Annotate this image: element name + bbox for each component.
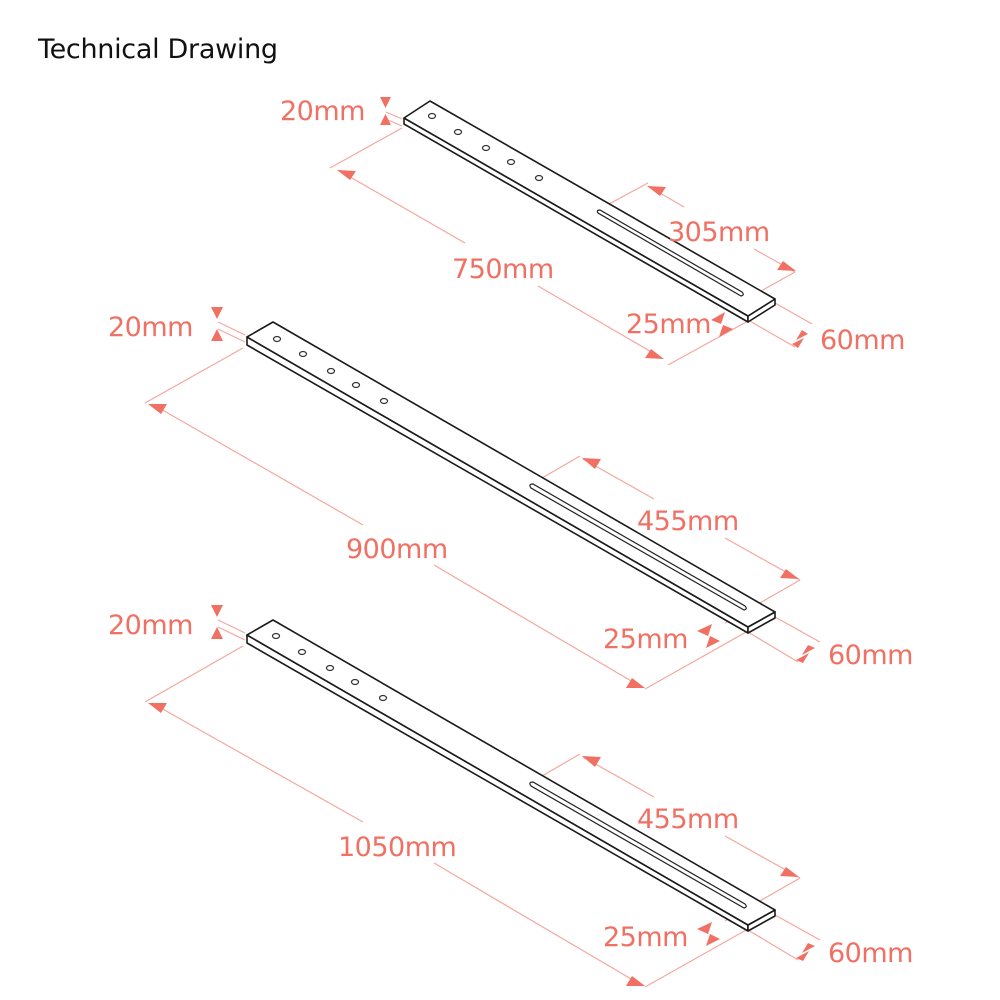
arrow-icon (697, 922, 712, 934)
bar-body (403, 100, 776, 323)
arrow-icon (148, 404, 167, 414)
hole (453, 128, 463, 136)
drawing-bar-1050: 20mm 1050mm 455mm 25mm 60mm (108, 605, 913, 988)
width-label: 60mm (820, 325, 905, 356)
hole (506, 158, 516, 166)
width-label: 60mm (828, 938, 913, 969)
hole (298, 350, 308, 358)
arrow-icon (792, 338, 804, 348)
arrow-icon (796, 330, 808, 340)
thickness-label: 20mm (108, 312, 193, 343)
slot-length-label: 455mm (637, 804, 739, 835)
arrow-icon (647, 186, 666, 196)
arrow-icon (802, 943, 815, 953)
hole (378, 694, 388, 702)
hole (534, 174, 544, 182)
slot (529, 483, 747, 611)
dimension-lines (144, 619, 821, 988)
thickness-label: 20mm (108, 610, 193, 641)
arrow-icon (706, 636, 720, 648)
hole (351, 381, 361, 389)
drawing-bar-750: 20mm 750mm 305mm 25mm 60mm (280, 96, 905, 366)
arrow-icon (380, 114, 391, 125)
arrow-icon (777, 261, 796, 271)
arrow-icon (582, 458, 601, 469)
arrow-icon (380, 97, 391, 108)
drawing-bar-900: 20mm 900mm 455mm 25mm 60mm (108, 307, 913, 690)
arrow-icon (582, 756, 601, 767)
length-label: 900mm (346, 534, 448, 565)
length-label: 1050mm (338, 832, 456, 863)
arrow-icon (796, 653, 809, 663)
arrow-icon (626, 678, 645, 688)
arrow-icon (802, 645, 815, 655)
page-title: Technical Drawing (38, 34, 278, 65)
length-label: 750mm (452, 254, 554, 285)
arrow-icon (719, 325, 733, 337)
slot (529, 781, 747, 909)
arrow-icon (626, 976, 645, 986)
arrow-icon (780, 569, 799, 579)
arrow-icon (706, 934, 720, 946)
hole (481, 144, 491, 152)
bar-body (246, 321, 776, 634)
hole (297, 648, 307, 656)
arrow-icon (780, 867, 799, 877)
thickness-label: 20mm (280, 96, 365, 127)
hole (350, 678, 360, 686)
arrow-icon (211, 329, 223, 341)
dimension-arrows (148, 605, 815, 986)
hole (379, 397, 389, 405)
arrow-icon (337, 170, 356, 180)
slot-offset-label: 25mm (603, 922, 688, 953)
arrow-icon (796, 951, 809, 961)
arrow-icon (211, 627, 223, 639)
arrow-icon (148, 703, 167, 713)
dimension-arrows (148, 307, 815, 688)
bar-body (246, 619, 776, 932)
arrow-icon (645, 349, 664, 359)
hole (272, 335, 282, 343)
dimension-arrows (337, 97, 808, 359)
hole (326, 367, 336, 375)
slot (596, 209, 744, 297)
arrow-icon (711, 312, 725, 324)
slot-offset-label: 25mm (626, 309, 711, 340)
hole (325, 664, 335, 672)
width-label: 60mm (828, 640, 913, 671)
arrow-icon (211, 605, 223, 617)
arrow-icon (697, 624, 712, 636)
slot-offset-label: 25mm (603, 624, 688, 655)
hole (427, 112, 437, 120)
arrow-icon (211, 307, 223, 319)
slot-length-label: 455mm (637, 506, 739, 537)
hole (271, 632, 281, 640)
slot-length-label: 305mm (668, 217, 770, 248)
